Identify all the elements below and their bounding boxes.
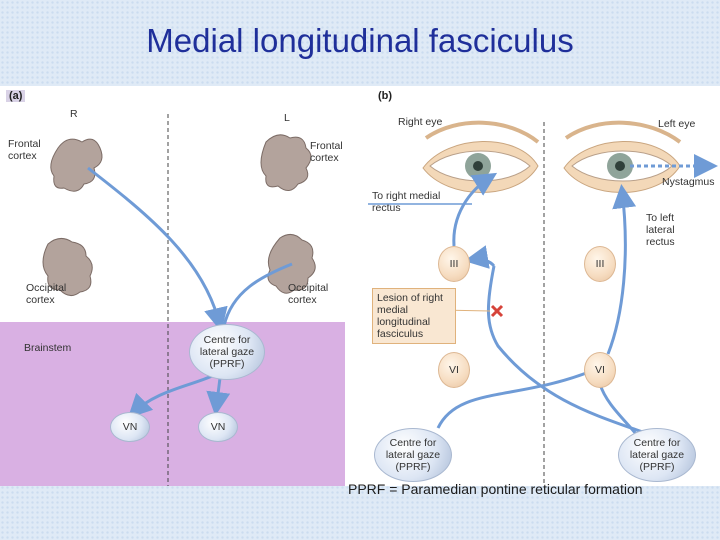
left-eye-label: Left eye [658, 118, 696, 130]
frontal-cortex-right-label: Frontal cortex [310, 140, 343, 164]
occipital-cortex-left-label: Occipital cortex [26, 282, 67, 306]
right-pprf-to-vi-path [598, 383, 638, 435]
cn-iii-left-node: III [438, 246, 470, 282]
pprf-right-node: Centre for lateral gaze (PPRF) [618, 428, 696, 482]
vi-to-left-eye-arrow [606, 184, 637, 355]
pprf-centre-node: Centre for lateral gaze (PPRF) [189, 324, 265, 380]
caption: PPRF = Paramedian pontine reticular form… [348, 481, 643, 497]
right-eye-label: Right eye [398, 116, 443, 128]
lesion-marker [490, 304, 504, 318]
frontal-pathway-arrow [87, 166, 228, 332]
vn-left-node: VN [110, 412, 150, 442]
side-l-label: L [284, 112, 290, 124]
pprf-to-vn-left-arrow [127, 374, 213, 419]
panel-a-graphics [42, 114, 316, 486]
mlf-to-iii-arrow [464, 245, 496, 269]
frontal-cortex-left-shape [50, 138, 103, 192]
occipital-cortex-left-shape [42, 238, 93, 296]
frontal-cortex-left-label: Frontal cortex [8, 138, 41, 162]
mlf-path-lesioned [486, 265, 649, 436]
iii-to-right-eye-arrow [452, 172, 498, 247]
to-left-lateral-rectus-label: To left lateral rectus [646, 212, 675, 248]
pprf-to-vn-right-arrow [206, 377, 231, 416]
brainstem-region [0, 322, 345, 486]
occipital-pathway-arrow [222, 262, 293, 327]
panel-a: (a) R L Frontal cortex Frontal cortex Oc… [0, 86, 345, 486]
lesion-label: Lesion of right medial longitudinal fasc… [372, 288, 456, 344]
figure: (a) R L Frontal cortex Frontal cortex Oc… [0, 86, 720, 486]
panel-gap [345, 86, 368, 486]
right-eye-drawing [422, 120, 540, 193]
vn-right-node: VN [198, 412, 238, 442]
side-r-label: R [70, 108, 78, 120]
panel-b-graphics [368, 120, 718, 486]
panel-b-tag: (b) [378, 90, 393, 102]
pprf-left-node: Centre for lateral gaze (PPRF) [374, 428, 452, 482]
panel-b: (b) Right eye Left eye Nystagmus To righ… [368, 86, 720, 486]
brainstem-label: Brainstem [24, 342, 72, 354]
slide-title: Medial longitudinal fasciculus [146, 22, 574, 59]
panel-a-tag: (a) [6, 90, 26, 102]
cn-vi-left-node: VI [438, 352, 470, 388]
to-right-medial-rectus-label: To right medial rectus [372, 190, 441, 214]
frontal-cortex-right-shape [260, 134, 312, 191]
left-pprf-to-right-vi-path [436, 368, 595, 429]
occipital-cortex-right-label: Occipital cortex [288, 282, 329, 306]
cn-vi-right-node: VI [584, 352, 616, 388]
nystagmus-label: Nystagmus [662, 176, 715, 188]
cn-iii-right-node: III [584, 246, 616, 282]
